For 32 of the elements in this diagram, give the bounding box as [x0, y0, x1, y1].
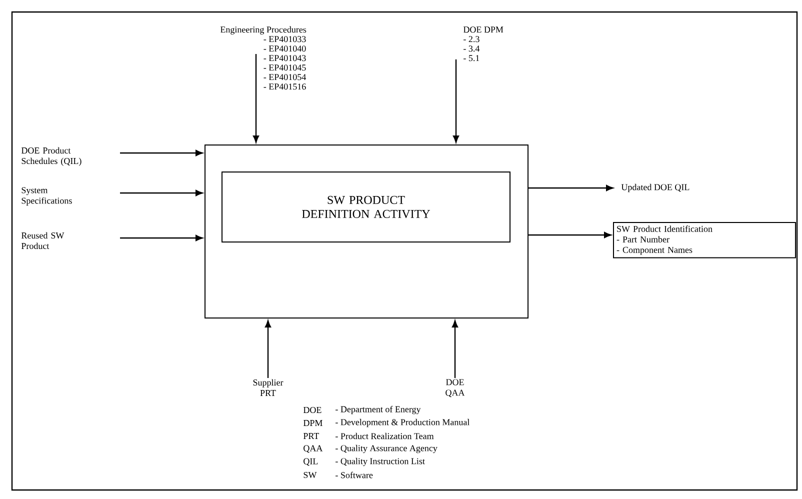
arrow — [452, 59, 460, 143]
glossary-text: QIL — [304, 458, 318, 466]
control-text: Supplier PRT — [253, 379, 284, 396]
outer-box — [204, 144, 528, 318]
glossary-text: DOE — [303, 406, 322, 414]
arrow — [452, 320, 458, 378]
arrow — [120, 190, 203, 196]
glossary-text: - Software — [336, 472, 373, 478]
glossary-text: - Quality Instruction List — [336, 458, 425, 466]
glossary-text: - Quality Assurance Agency — [336, 444, 438, 454]
input-text: Reused SW Product — [21, 232, 64, 250]
arrow — [252, 54, 260, 143]
arrow — [528, 184, 614, 192]
input-text: Engineering Procedures - EP401033 - EP401040 - EP401043 - EP401045 - EP401054 - EP401516 — [220, 26, 306, 90]
input-text: System Specifications — [22, 187, 72, 206]
arrow — [264, 320, 272, 378]
arrow — [528, 232, 612, 238]
glossary-text: SW — [304, 472, 317, 478]
glossary-text: - Department of Energy — [336, 406, 421, 414]
activity-box: SW PRODUCT DEFINITION ACTIVITY — [222, 172, 510, 242]
control-text: DOE QAA — [446, 379, 465, 398]
glossary-text: - Product Realization Team — [336, 432, 434, 440]
glossary-text: QAA — [304, 445, 323, 453]
input-text: DOE DPM - 2.3 - 3.4 - 5.1 — [463, 26, 504, 62]
arrow — [120, 234, 203, 242]
input-text: DOE Product Schedules (QIL) — [21, 147, 82, 166]
output-box: SW Product Identification - Part Number - Component Names — [613, 222, 796, 258]
glossary-text: DPM — [303, 420, 322, 426]
arrow — [120, 150, 203, 156]
glossary-text: PRT — [303, 433, 320, 439]
glossary-text: - Development & Production Manual — [336, 418, 470, 428]
output-text: Updated DOE QIL — [621, 184, 690, 192]
